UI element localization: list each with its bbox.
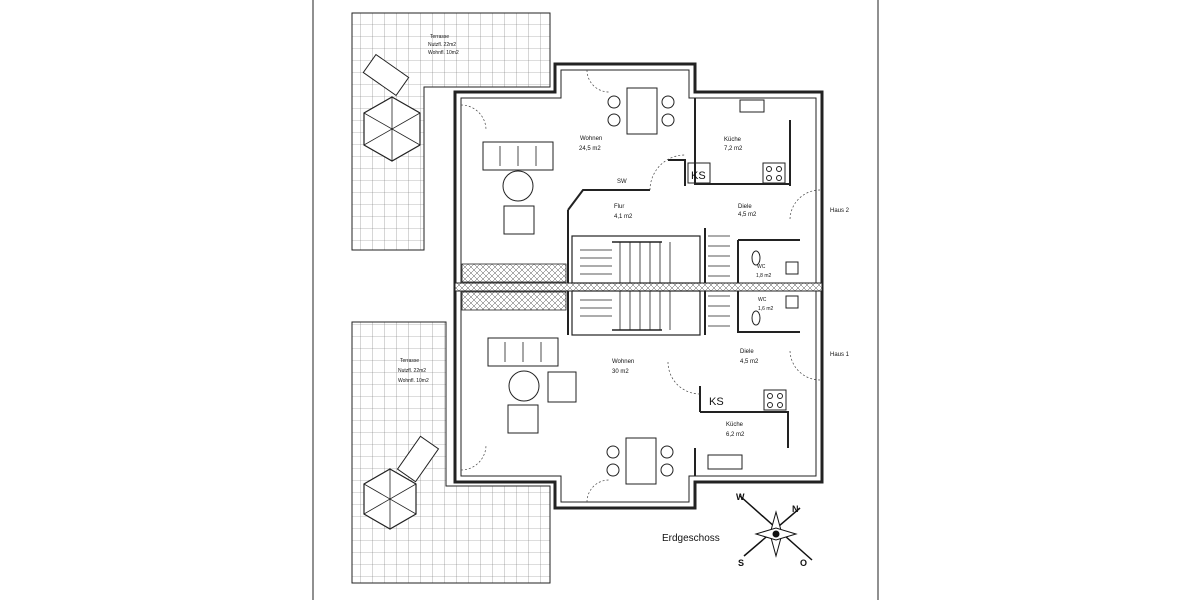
kitchen-sink-bottom — [707, 454, 743, 470]
terrace-top-line1: Nutzfl. 22m2 — [428, 42, 456, 48]
label-sw: SW — [617, 179, 627, 185]
staircase — [571, 235, 730, 336]
wash-basin-top — [785, 261, 799, 275]
label-haus-2: Haus 2 — [830, 208, 850, 214]
interior-walls-top — [567, 98, 800, 283]
sun-lounger-bottom — [396, 435, 440, 483]
label-diele-top: Diele — [738, 204, 752, 210]
armchair-bottom-b — [507, 404, 539, 434]
terrace-top-name: Terrasse — [430, 34, 449, 40]
coffee-table-bottom — [508, 370, 540, 402]
label-ks-bottom: KS — [709, 396, 724, 408]
label-kueche-top: Küche — [724, 137, 742, 143]
area-kueche-bottom: 6,2 m2 — [726, 432, 745, 438]
compass-w: W — [736, 492, 745, 502]
label-ks-top: KS — [691, 170, 706, 182]
area-kueche-top: 7,2 m2 — [724, 146, 743, 152]
terrace-top-line2: Wohnfl. 10m2 — [428, 50, 459, 56]
compass-o: O — [800, 558, 807, 568]
area-wc-top: 1,8 m2 — [756, 273, 772, 279]
shelf-bottom — [461, 291, 567, 311]
stove-top — [762, 162, 786, 184]
floor-title: Erdgeschoss — [662, 533, 720, 544]
terrace-top: Terrasse Nutzfl. 22m2 Wohnfl. 10m2 — [351, 12, 551, 251]
stove-bottom — [763, 389, 787, 411]
outer-walls — [453, 62, 824, 510]
furniture-bottom — [487, 295, 799, 485]
area-wohnen-bottom: 30 m2 — [612, 369, 629, 375]
terrace-bottom-name: Terrasse — [400, 358, 419, 364]
label-flur: Flur — [614, 204, 624, 210]
area-diele-bottom: 4,5 m2 — [740, 359, 759, 365]
wash-basin-bottom — [785, 295, 799, 309]
compass-rose — [739, 495, 813, 561]
label-diele-bottom: Diele — [740, 349, 754, 355]
interior-walls-bottom — [567, 291, 800, 476]
compass-s: S — [738, 558, 744, 568]
furniture-top — [482, 87, 799, 275]
party-wall — [454, 282, 823, 292]
armchair-top — [503, 205, 535, 235]
sun-lounger-top — [362, 53, 410, 97]
kitchen-sink-top — [739, 99, 765, 113]
label-haus-1: Haus 1 — [830, 352, 850, 358]
area-flur: 4,1 m2 — [614, 214, 633, 220]
area-wohnen-top: 24,5 m2 — [579, 146, 601, 152]
label-wohnen-bottom: Wohnen — [612, 359, 634, 365]
area-wc-bottom: 1,6 m2 — [758, 306, 774, 312]
dining-table-top — [626, 87, 658, 135]
toilet-bottom — [751, 310, 761, 326]
terrace-bottom-line1: Nutzfl. 22m2 — [398, 368, 426, 374]
armchair-bottom-a — [547, 371, 577, 403]
toilet-top — [751, 250, 761, 266]
shelf-top — [461, 263, 567, 283]
terrace-bottom: Terrasse Nutzfl. 22m2 Wohnfl. 10m2 — [351, 321, 551, 584]
label-kueche-bottom: Küche — [726, 422, 744, 428]
dining-table-bottom — [625, 437, 657, 485]
door-swings — [460, 69, 821, 503]
coffee-table-top — [502, 170, 534, 202]
label-wc-top: WC — [757, 264, 766, 270]
label-wc-bottom: WC — [758, 297, 767, 303]
terrace-bottom-line2: Wohnfl. 10m2 — [398, 378, 429, 384]
area-diele-top: 4,5 m2 — [738, 212, 757, 218]
compass-n: N — [792, 504, 799, 514]
label-wohnen-top: Wohnen — [580, 136, 602, 142]
